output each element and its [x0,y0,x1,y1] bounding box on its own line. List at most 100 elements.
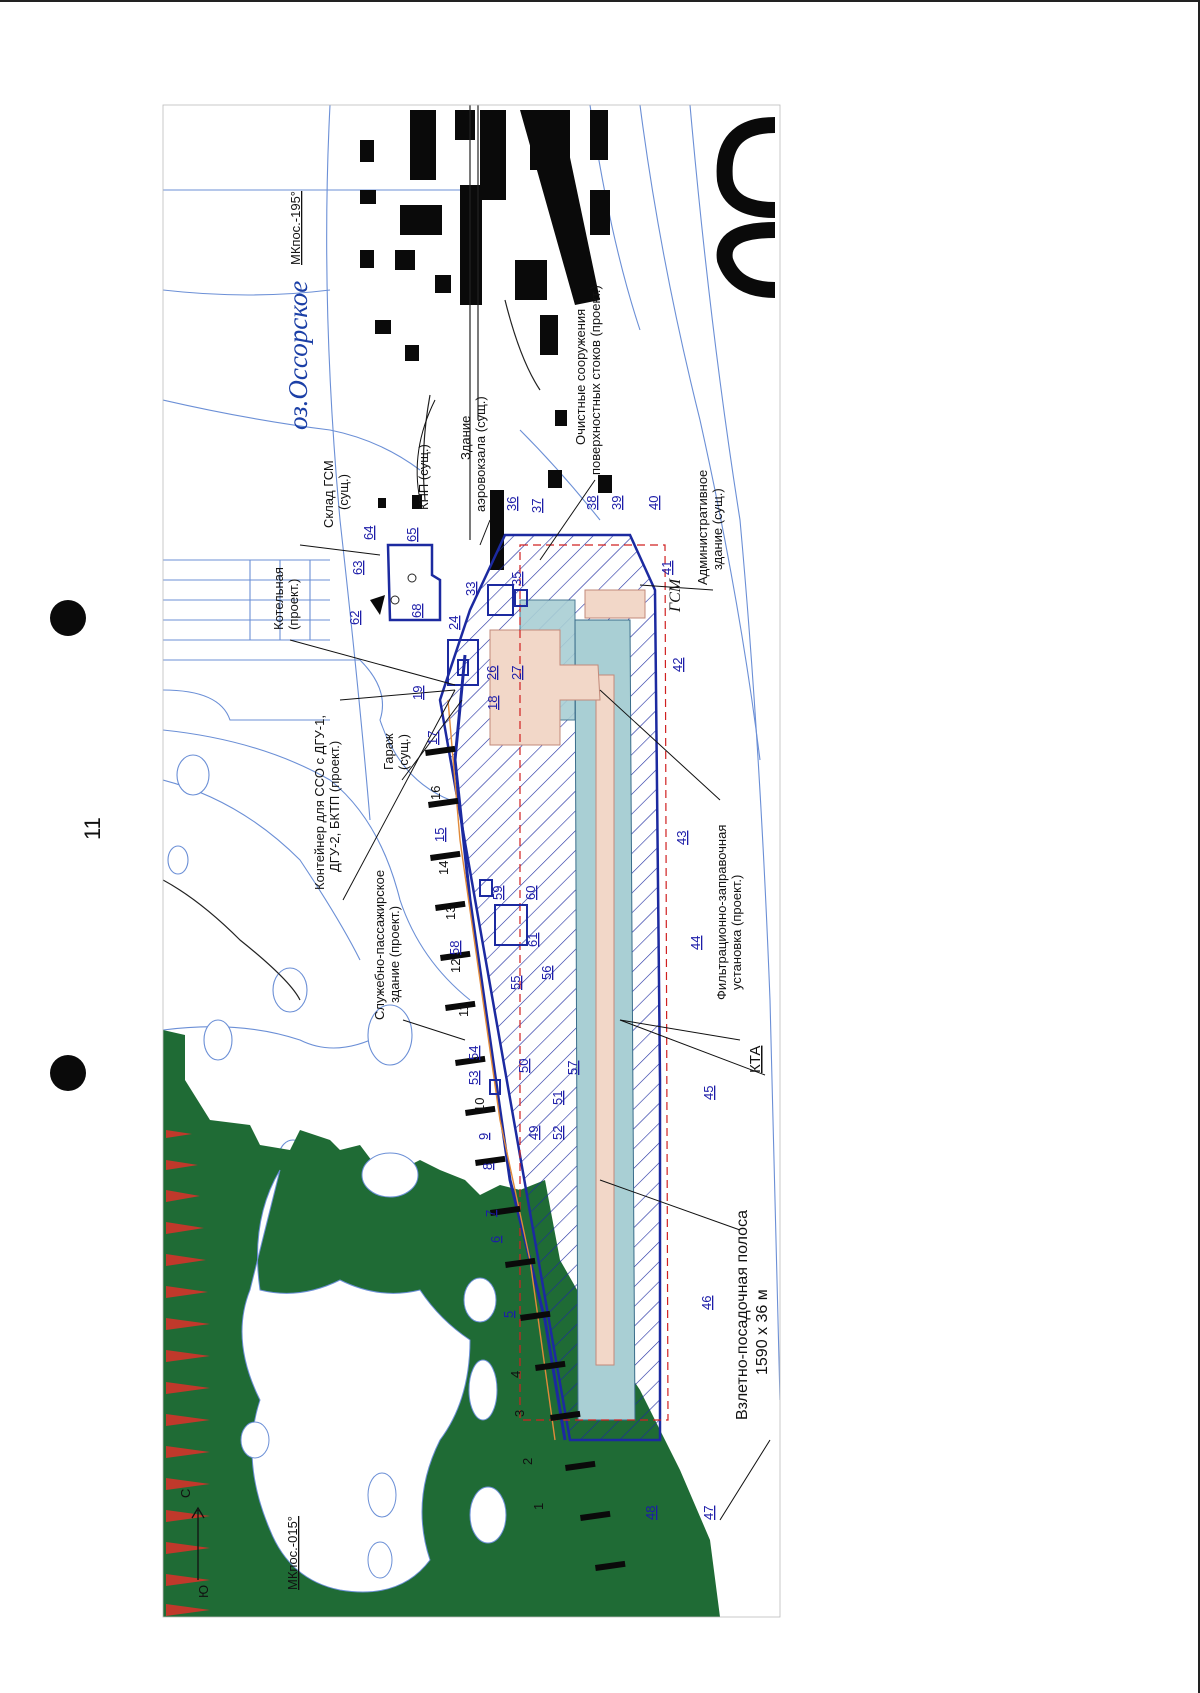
apron-pink [489,629,601,746]
admin-building-label-1: Административное [695,470,710,585]
point-label: 52 [550,1126,565,1140]
point-label: 44 [688,936,703,950]
runway-dims: 1590 х 36 м [754,1289,771,1375]
point-label: 51 [550,1091,565,1105]
point-label: 49 [526,1126,541,1140]
point-label: 12 [448,959,463,973]
forest-clearing [241,1169,471,1593]
service-building-label-2: здание (проект.) [387,906,402,1003]
point-label: 43 [674,831,689,845]
container-label-1: Контейнер для ССО с ДГУ-1, [312,715,327,890]
point-label: 26 [484,666,499,680]
compass-north-letter: С [178,1489,193,1498]
binder-hole-bottom [50,1055,86,1091]
compass-arrow-icon [191,1506,205,1580]
filtration-label-2: установка (проект.) [729,875,744,990]
container-label-2: ДГУ-2, БКТП (проект.) [327,741,342,872]
point-label: 4 [508,1371,523,1378]
approach-markers [166,1130,210,1616]
point-label: 68 [409,604,424,618]
point-label: 17 [425,731,440,745]
map-frame [162,104,781,1618]
point-label: 40 [646,496,661,510]
clearing-ponds [240,1152,507,1579]
binder-hole-top [50,600,86,636]
point-label: 46 [699,1296,714,1310]
point-label: 58 [447,941,462,955]
point-label: 5 [501,1311,516,1318]
point-label: 61 [525,933,540,947]
perimeter-markers [425,745,626,1571]
gsm-pad [584,589,646,619]
point-label: 54 [466,1046,481,1060]
point-label: 16 [428,786,443,800]
orientation-south: МКпос.-015° [285,1516,300,1590]
gsm-label: ГСМ [667,577,684,613]
airport-building-label-2: аэровокзала (сущ.) [473,396,488,512]
point-label: 59 [490,886,505,900]
service-building-label-1: Служебно-пассажирское [372,870,387,1020]
point-label: 9 [476,1133,491,1140]
point-label: 50 [516,1059,531,1073]
point-label: 36 [504,497,519,511]
garage-label-2: (сущ.) [396,734,411,770]
point-label: 47 [701,1506,716,1520]
roads [163,105,541,1001]
kpp-label: КПП (сущ.) [416,444,431,510]
point-label: 18 [485,696,500,710]
point-label: 8 [480,1163,495,1170]
point-label: 3 [512,1410,527,1417]
runway-title: Взлетно-посадочная полоса [734,1210,751,1420]
point-label: 27 [509,666,524,680]
admin-building-label-2: здание (сущ.) [710,488,725,570]
treatment-label-1: Очистные сооружения [573,309,588,445]
sklad-gsm-label-2: (сущ.) [336,474,351,510]
point-label: 15 [432,828,447,842]
garage-label-1: Гараж [381,733,396,770]
point-label: 63 [350,561,365,575]
point-label: 7 [483,1210,498,1217]
blue-boundary-line [453,654,567,1441]
compass-south-letter: Ю [196,1585,211,1598]
map-edge-glyphs [716,117,776,298]
point-label: 55 [508,976,523,990]
point-label: 48 [643,1506,658,1520]
point-label: 45 [701,1086,716,1100]
point-label: 60 [523,886,538,900]
point-label: 24 [446,616,461,630]
point-label: 6 [488,1236,503,1243]
point-label: 41 [659,561,674,575]
lake-label: оз.Оссорское [283,281,313,430]
point-label: 42 [670,658,685,672]
point-label: 57 [565,1061,580,1075]
sklad-gsm-label-1: Склад ГСМ [321,460,336,528]
point-label: 19 [410,686,425,700]
orientation-north: МКпос.-195° [288,191,303,265]
taxiway-center [595,674,615,1366]
point-label: 65 [404,528,419,542]
airport-building-label-1: Здание [458,416,473,460]
kta-label: КТА [747,1046,764,1073]
point-label: 35 [509,572,524,586]
point-label: 2 [520,1458,535,1465]
orange-line [447,699,556,1441]
point-label: 38 [584,496,599,510]
point-label: 14 [436,861,451,875]
point-label: 13 [443,906,458,920]
leader-lines [289,399,771,1521]
kotelnaya-label-2: (проект.) [286,579,301,630]
treatment-label-2: поверхностных стоков (проект.) [588,285,603,475]
red-dashed-boundary [519,544,669,1421]
point-label: 56 [539,966,554,980]
point-label: 10 [472,1098,487,1112]
point-label: 64 [361,526,376,540]
point-label: 62 [347,611,362,625]
lake-shoreline-lines [163,105,780,1401]
point-labels: 1 2 3 4 5 6 7 8 9 10 11 12 13 14 15 16 1… [347,496,716,1520]
filtration-label-1: Фильтрационно-заправочная [714,825,729,1000]
point-label: 53 [466,1071,481,1085]
point-label: 1 [531,1503,546,1510]
point-label: 37 [529,499,544,513]
